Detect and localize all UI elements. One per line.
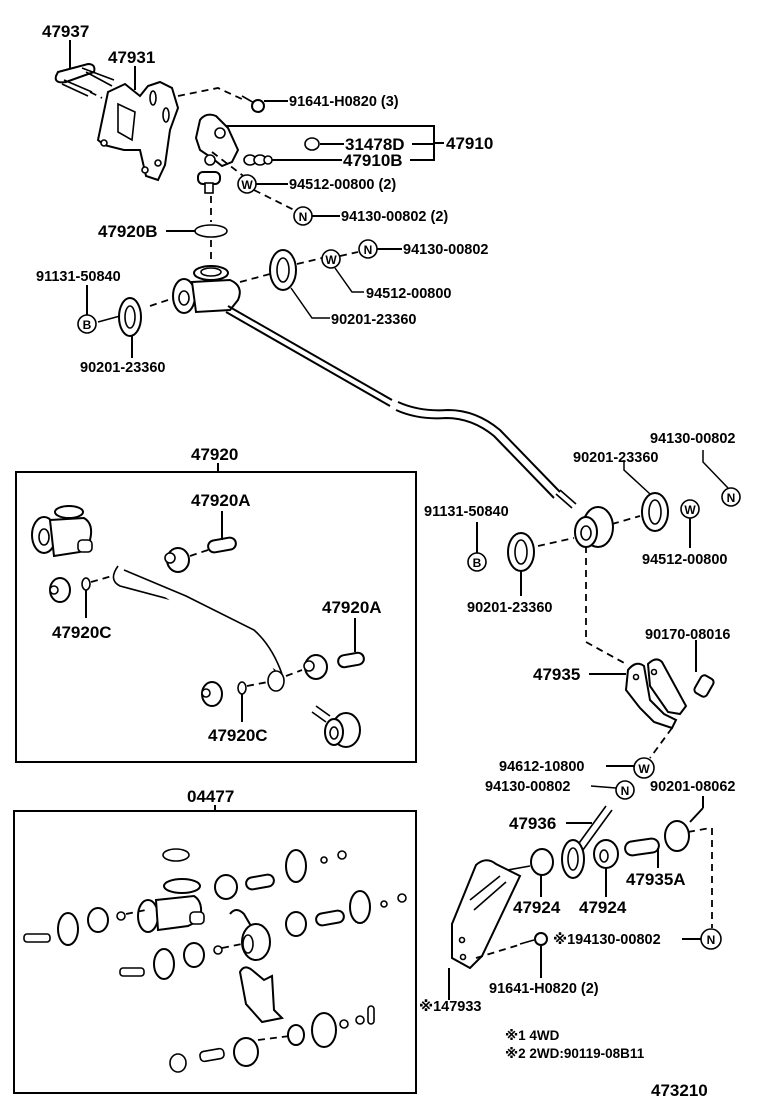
label-47920a-top[interactable]: 47920A: [191, 491, 251, 510]
part-bolt[interactable]: [507, 865, 531, 871]
label-47920a-right[interactable]: 47920A: [322, 598, 382, 617]
part-cable-end-eye[interactable]: [555, 489, 614, 548]
label-94130-00802-2[interactable]: 94130-00802 (2): [341, 209, 448, 225]
label-147933[interactable]: ※147933: [419, 999, 481, 1015]
nut-symbol[interactable]: [615, 780, 635, 800]
label-47920c-right[interactable]: 47920C: [208, 726, 268, 745]
kit-04477[interactable]: 04477: [13, 787, 417, 1094]
part-91641-bolt[interactable]: [241, 95, 265, 113]
cable-lower-a[interactable]: [397, 401, 561, 493]
part-47937-clamp[interactable]: [54, 62, 115, 97]
label-90170-08016[interactable]: 90170-08016: [645, 627, 730, 643]
dashed-leader: [253, 189, 295, 211]
leader-94512: [334, 267, 364, 293]
part-47910b-plug[interactable]: [243, 154, 273, 166]
label-47935[interactable]: 47935: [533, 665, 580, 684]
label-91131-50840-upper[interactable]: 91131-50840: [36, 269, 121, 285]
label-31478d[interactable]: 31478D: [345, 135, 405, 154]
label-94130-00802-c[interactable]: 94130-00802: [485, 779, 570, 795]
label-94512-00800-lower[interactable]: 94512-00800: [642, 552, 727, 568]
bolt-symbol-letter: B: [473, 556, 482, 570]
part-47931-bracket[interactable]: [96, 80, 180, 182]
label-90201-23360-left[interactable]: 90201-23360: [80, 360, 165, 376]
nut-symbol-letter: N: [707, 933, 716, 947]
part-47910-housing[interactable]: [194, 113, 240, 194]
leader-90201-08062b: [689, 807, 704, 823]
dashed-leader: [537, 537, 575, 547]
kit-04477-code: 04477: [187, 787, 234, 806]
dashed-leader: [687, 827, 711, 833]
kit-47920[interactable]: 47920 47920A 47920C 47920A: [15, 445, 417, 763]
dashed-leader: [239, 273, 271, 283]
washer-symbol[interactable]: [633, 757, 655, 779]
leader-90201-right: [290, 287, 330, 319]
washer-symbol[interactable]: [321, 249, 341, 269]
part-47933-bracket[interactable]: [451, 859, 522, 970]
dashed-leader: [475, 943, 523, 959]
label-47910[interactable]: 47910: [446, 134, 493, 153]
label-47931[interactable]: 47931: [108, 48, 155, 67]
part-90201-08062-washer[interactable]: [664, 820, 690, 852]
diagram-code: 473210: [651, 1081, 708, 1100]
leader-94130-c: [590, 785, 617, 789]
label-47924-b[interactable]: 47924: [579, 898, 627, 917]
label-94612-10800[interactable]: 94612-10800: [499, 759, 584, 775]
nut-symbol-letter: N: [364, 243, 373, 257]
label-94130-00802-b[interactable]: 94130-00802: [650, 431, 735, 447]
dashed-leader: [339, 251, 359, 257]
dashed-leader: [89, 91, 103, 99]
nut-symbol-letter: N: [299, 210, 308, 224]
washer-symbol-letter: W: [684, 503, 696, 517]
bolt-symbol-letter: B: [83, 318, 92, 332]
label-90201-08062[interactable]: 90201-08062: [650, 779, 735, 795]
leader: [97, 315, 121, 323]
washer-symbol-letter: W: [638, 762, 650, 776]
dashed-leader: [149, 297, 175, 307]
dashed-leader: [296, 257, 323, 265]
cable-upper-b[interactable]: [225, 311, 391, 407]
nut-symbol-letter: N: [727, 491, 736, 505]
label-91641-h0820-3[interactable]: 91641-H0820 (3): [289, 94, 399, 110]
label-94512-00800-2[interactable]: 94512-00800 (2): [289, 177, 396, 193]
label-47924-a[interactable]: 47924: [513, 898, 561, 917]
note-1: ※1 4WD: [505, 1028, 560, 1043]
label-90201-23360-d[interactable]: 90201-23360: [467, 600, 552, 616]
part-90170-08016-nut[interactable]: [693, 674, 715, 698]
part-47924-bushing-a[interactable]: [530, 848, 554, 876]
washer-symbol-letter: W: [325, 253, 337, 267]
part-bolt-91641[interactable]: [519, 939, 535, 945]
dashed-leader: [649, 727, 673, 759]
label-194130-00802[interactable]: ※194130-00802: [553, 932, 661, 948]
dashed-leader: [611, 515, 641, 525]
note-2: ※2 2WD:90119-08B11: [505, 1046, 645, 1061]
cable-upper-a[interactable]: [227, 305, 393, 401]
dashed-leader: [177, 87, 245, 101]
label-47935a[interactable]: 47935A: [626, 870, 686, 889]
kit-47920-code: 47920: [191, 445, 238, 464]
label-94130-00802-upper[interactable]: 94130-00802: [403, 242, 488, 258]
part-47920b-oring[interactable]: [194, 224, 228, 238]
cable-lower-b[interactable]: [395, 409, 555, 499]
dashed-leader: [585, 546, 627, 665]
part-47935a-pin[interactable]: [624, 837, 660, 857]
part-31478d-seal[interactable]: [304, 137, 320, 151]
part-47936-rod[interactable]: [561, 805, 613, 879]
label-47937[interactable]: 47937: [42, 22, 89, 41]
leader-90201-c: [623, 460, 651, 495]
nut-symbol[interactable]: [721, 487, 741, 507]
leader-94130-b: [702, 450, 729, 489]
label-47920b[interactable]: 47920B: [98, 222, 158, 241]
nut-symbol-letter: N: [621, 784, 630, 798]
part-47920-housing-upper[interactable]: [172, 265, 241, 314]
label-90201-23360-right[interactable]: 90201-23360: [331, 312, 416, 328]
label-47936[interactable]: 47936: [509, 814, 556, 833]
label-90201-23360-c[interactable]: 90201-23360: [573, 450, 658, 466]
part-47935-lever[interactable]: [624, 658, 688, 730]
label-47920c-left[interactable]: 47920C: [52, 623, 112, 642]
label-47910b[interactable]: 47910B: [343, 151, 403, 170]
label-94512-00800-upper[interactable]: 94512-00800: [366, 286, 451, 302]
washer-symbol-letter: W: [241, 178, 253, 192]
label-91641-h0820-2[interactable]: 91641-H0820 (2): [489, 981, 599, 997]
label-91131-50840-lower[interactable]: 91131-50840: [424, 504, 509, 520]
